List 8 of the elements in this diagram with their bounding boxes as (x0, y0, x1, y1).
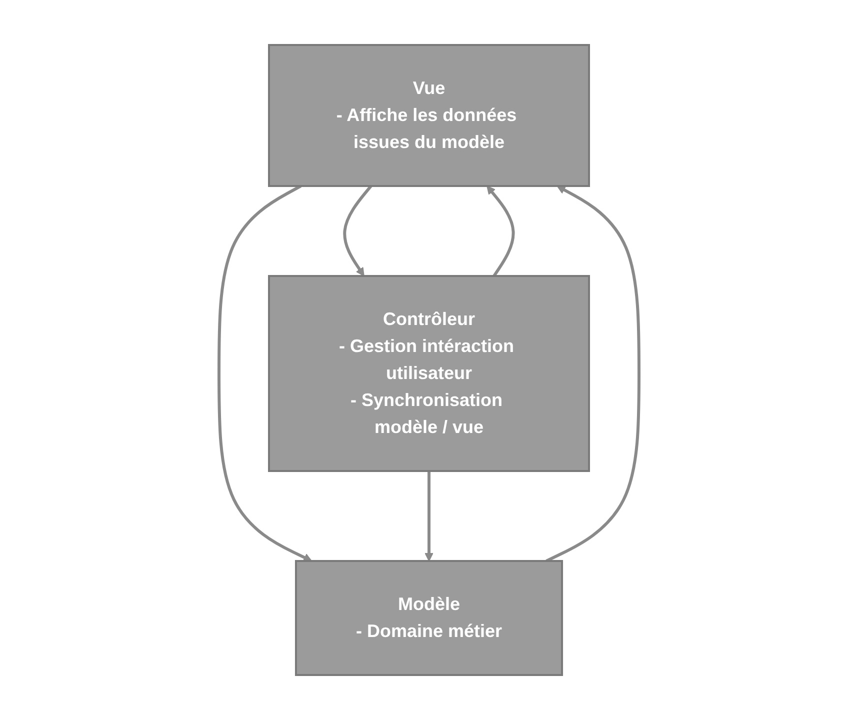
arrow (486, 185, 514, 276)
node-box: Vue - Affiche les données issues du modèle (268, 44, 590, 186)
node-box: Contrôleur - Gestion intéraction utilisateur - Synchronisation modèle / vue (268, 274, 590, 472)
arrow (424, 470, 433, 561)
arrow (545, 185, 640, 562)
arrow (217, 184, 312, 561)
arrow (342, 184, 372, 276)
node-box: Modèle - Domaine métier (294, 560, 563, 676)
